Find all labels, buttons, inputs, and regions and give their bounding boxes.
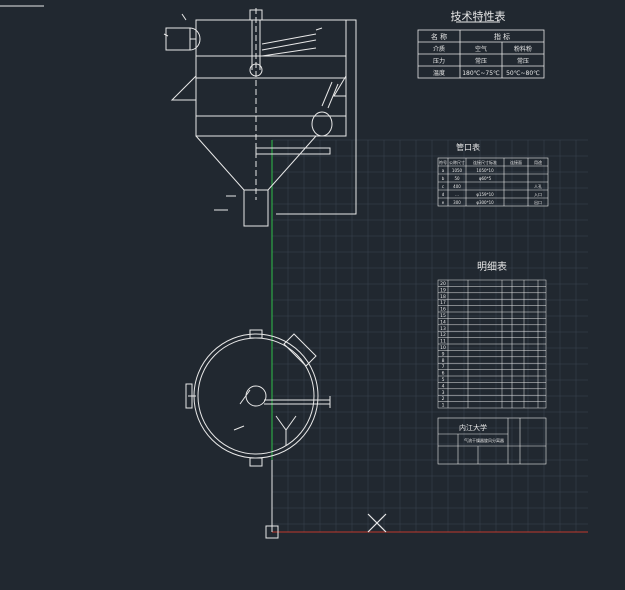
parts-row-number: 13	[440, 326, 446, 332]
discharge-pipe	[243, 189, 269, 227]
nozzle-cell: φ300*10	[476, 200, 494, 205]
parts-row-number: 18	[440, 294, 446, 300]
tech-header-cell: 指 标	[494, 32, 510, 41]
tech-cell: 50℃~80℃	[506, 70, 540, 77]
parts-row-number: 17	[440, 300, 446, 306]
parts-row-number: 8	[442, 358, 445, 364]
parts-row-number: 19	[440, 287, 446, 293]
drafting-grid	[271, 139, 588, 532]
nozzle-cell: 入口	[534, 192, 542, 197]
nozzle-cell: …	[455, 192, 459, 197]
plan-view	[185, 329, 331, 532]
nozzle-cell: φ60*5	[479, 176, 492, 181]
title-block	[437, 417, 547, 465]
parts-row-number: 16	[440, 307, 446, 313]
parts-row-number: 4	[442, 383, 445, 389]
tech-cell: 粉料粉	[514, 45, 532, 53]
tech-cell: 介质	[433, 45, 445, 53]
nozzle-cell: 用途	[534, 159, 542, 165]
parts-row-number: 5	[442, 377, 445, 383]
parts-row-number: 1	[442, 403, 445, 409]
parts-row-number: 10	[440, 345, 446, 351]
parts-row-number: 14	[440, 319, 446, 325]
tech-cell: 常压	[517, 57, 529, 65]
nozzle-cell: 1050	[452, 168, 463, 173]
nozzle-cell: 连接面	[510, 159, 522, 165]
nozzle-table: 管口表 符号公称尺寸 连接尺寸标准 连接面 用途 a 1050 1050*10 b 50 φ60*…	[437, 142, 549, 207]
nozzle-cell: 公称尺寸	[449, 159, 465, 165]
tech-cell: 温度	[433, 69, 445, 77]
nozzle-table-title: 管口表	[456, 142, 480, 152]
parts-row-number: 20	[440, 281, 446, 287]
parts-list-title: 明细表	[477, 260, 507, 273]
nozzle-cell: e	[442, 200, 445, 205]
parts-row-number: 2	[442, 396, 445, 402]
elevation-view	[163, 8, 357, 227]
nozzle-cell: 人孔	[534, 183, 542, 189]
tech-cell: 空气	[475, 45, 487, 53]
nozzle-cell: 300	[453, 200, 461, 205]
tech-cell: 180℃~75℃	[462, 70, 500, 77]
tech-cell: 压力	[433, 57, 445, 65]
cursor-cross	[367, 513, 387, 533]
nozzle-cell: 符号	[439, 159, 447, 165]
title-block-school: 内江大学	[459, 423, 487, 432]
nozzle-cell: 400	[453, 184, 461, 189]
nozzle-cell: a	[442, 168, 445, 173]
ucs-box	[265, 525, 279, 539]
tech-header-cell: 名 称	[431, 32, 447, 41]
parts-row-number: 15	[440, 313, 446, 319]
parts-row-number: 3	[442, 390, 445, 396]
nozzle-cell: 出口	[534, 199, 542, 205]
tech-cell: 常压	[475, 57, 487, 65]
parts-row-number: 6	[442, 371, 445, 377]
tech-table-title: 技术特性表	[451, 9, 506, 23]
title-block-drawing-name: 气流干燥器旋风分离器	[464, 437, 504, 443]
central-tube-circle	[245, 385, 267, 407]
nozzle-cell: b	[442, 176, 445, 181]
nozzle-cell: d	[442, 192, 445, 197]
parts-row-number: 11	[440, 339, 446, 345]
nozzle-cell: 连接尺寸标准	[473, 159, 497, 165]
outer-duct	[276, 19, 357, 215]
nozzle-cell: 1050*10	[476, 168, 494, 173]
nozzle-cell: 50	[454, 176, 460, 181]
parts-row-number: 7	[442, 364, 445, 370]
parts-row-number: 12	[440, 332, 446, 338]
nozzle-cell: φ159*10	[476, 192, 494, 197]
parts-row-number: 9	[442, 351, 445, 357]
inlet-nozzle	[165, 27, 191, 51]
nozzle-cell: c	[442, 184, 444, 189]
